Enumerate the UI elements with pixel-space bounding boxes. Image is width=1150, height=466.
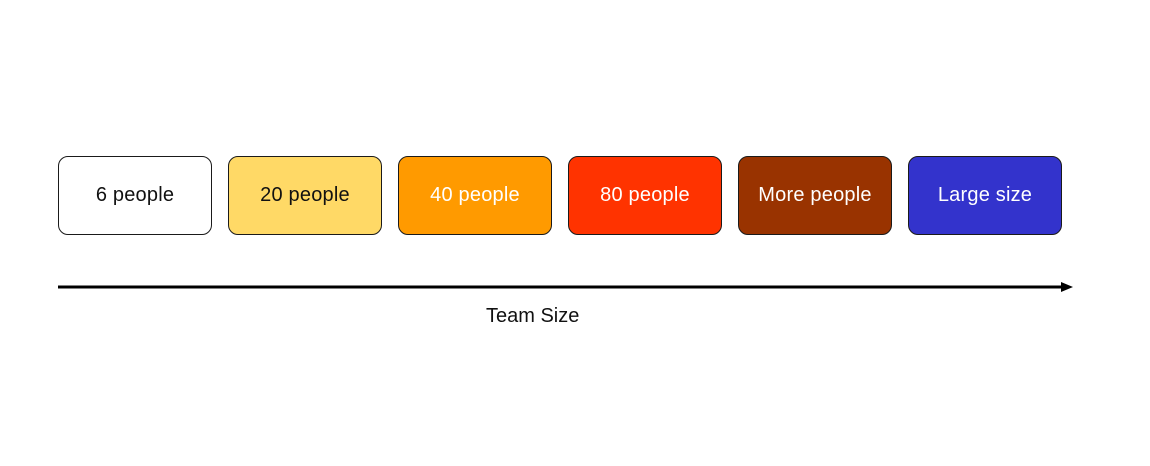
team-size-box-row: 6 people 20 people 40 people 80 people M… <box>58 156 1062 235</box>
arrow-head-icon <box>1061 282 1073 292</box>
axis-label: Team Size <box>486 305 580 327</box>
team-size-box-label: Large size <box>937 184 1033 206</box>
team-size-box-label: 80 people <box>600 184 690 206</box>
team-size-box-label: 40 people <box>430 184 520 206</box>
team-size-box-label: 6 people <box>95 184 175 206</box>
team-size-arrow <box>58 282 1073 292</box>
team-size-box-80: 80 people <box>568 156 722 235</box>
team-size-box-label: More people <box>758 184 872 206</box>
team-size-box-large: Large size <box>908 156 1062 235</box>
team-size-box-6: 6 people <box>58 156 212 235</box>
team-size-box-label: 20 people <box>260 184 350 206</box>
team-size-box-40: 40 people <box>398 156 552 235</box>
team-size-box-more: More people <box>738 156 892 235</box>
team-size-box-20: 20 people <box>228 156 382 235</box>
